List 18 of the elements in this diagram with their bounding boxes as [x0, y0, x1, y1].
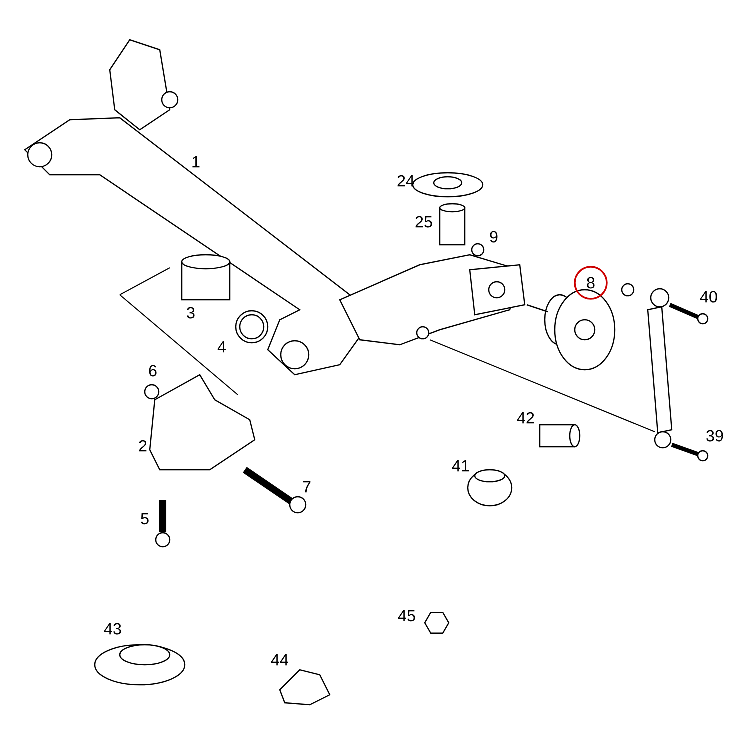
- callout-number: 39: [706, 430, 724, 442]
- callout-number: 9: [490, 231, 498, 243]
- callout-number: 3: [187, 307, 195, 319]
- callout-number: 40: [700, 291, 718, 303]
- callout-number: 1: [192, 156, 200, 168]
- callout-number: 42: [517, 412, 534, 424]
- callout-number: 7: [303, 481, 311, 493]
- callout-number: 44: [271, 654, 288, 666]
- callout-number: 25: [416, 216, 432, 228]
- callout-number: 5: [141, 513, 149, 525]
- callout-number: 24: [398, 175, 414, 187]
- callout-number: 45: [398, 610, 416, 622]
- callout-number: 6: [149, 365, 157, 377]
- callout-number: 41: [452, 460, 470, 472]
- callout-number: 2: [139, 440, 147, 452]
- callout-number: 43: [104, 623, 122, 635]
- callout-number: 4: [218, 341, 226, 353]
- callout-number: 8: [587, 277, 595, 289]
